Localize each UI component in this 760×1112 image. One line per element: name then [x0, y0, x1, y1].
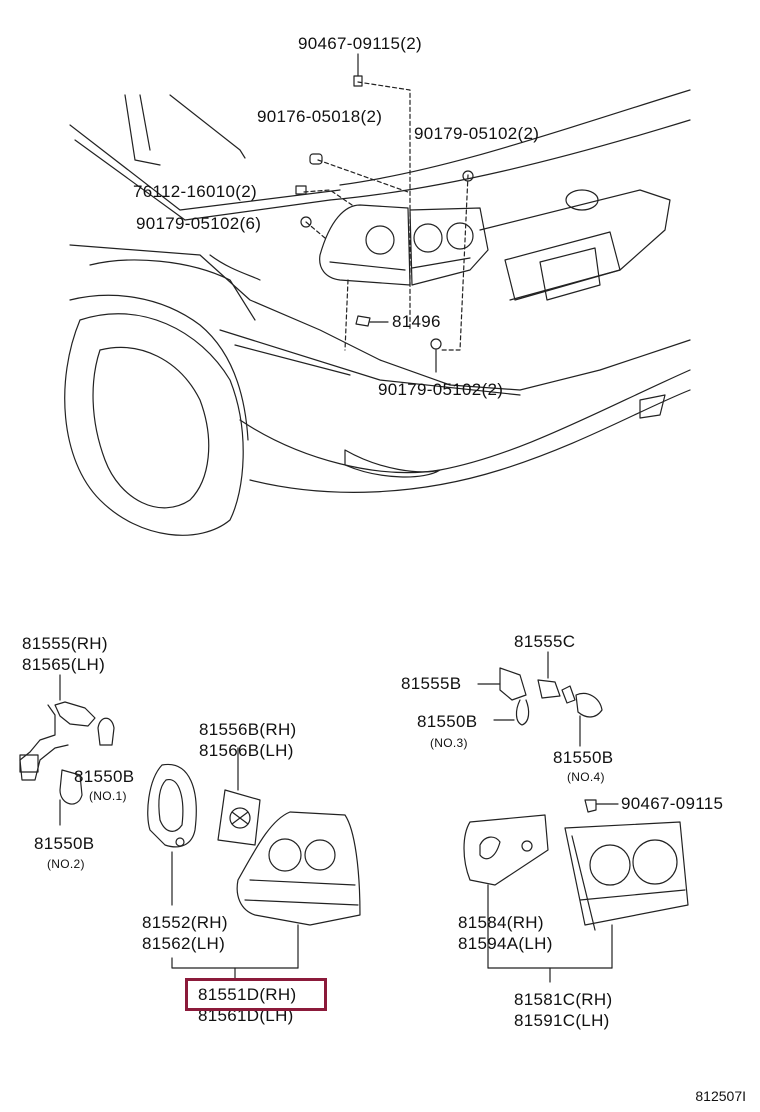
part-label-81550b-no1[interactable]: 81550B — [74, 767, 135, 786]
part-label-81496[interactable]: 81496 — [392, 312, 441, 331]
part-label-81566b-lh[interactable]: 81566B(LH) — [199, 741, 294, 760]
car-leader-lines — [303, 81, 469, 351]
car-rear-illustration — [64, 89, 691, 536]
part-label-81551d-rh[interactable]: 81551D(RH) — [198, 985, 297, 1004]
socket-harness — [19, 674, 115, 826]
bulb-holder-plate — [217, 747, 261, 846]
part-label-90179-right[interactable]: 90179-05102(2) — [414, 124, 540, 143]
part-label-81584-rh[interactable]: 81584(RH) — [458, 913, 544, 932]
note-no2: (NO.2) — [47, 857, 85, 871]
part-label-81550b-no2[interactable]: 81550B — [34, 834, 95, 853]
part-label-81550b-no4[interactable]: 81550B — [553, 748, 614, 767]
part-label-81591c-lh[interactable]: 81591C(LH) — [514, 1011, 610, 1030]
gasket-81584 — [463, 814, 549, 969]
part-label-81552-rh[interactable]: 81552(RH) — [142, 913, 228, 932]
part-label-81565-lh[interactable]: 81565(LH) — [22, 655, 106, 674]
part-label-90176[interactable]: 90176-05018(2) — [257, 107, 383, 126]
tail-lamp-81581c — [564, 821, 689, 969]
part-label-81556b-rh[interactable]: 81556B(RH) — [199, 720, 297, 739]
part-label-90467-right[interactable]: 90467-09115 — [621, 794, 724, 813]
part-label-81555c[interactable]: 81555C — [514, 632, 576, 651]
diagram-code: 812507I — [695, 1088, 746, 1104]
part-label-90179-left[interactable]: 90179-05102(6) — [136, 214, 262, 233]
clip-90467 — [584, 799, 619, 813]
car-solid-leaders — [357, 53, 437, 373]
part-label-90179-bottom[interactable]: 90179-05102(2) — [378, 380, 504, 399]
socket-81555c — [477, 651, 603, 747]
part-label-76112[interactable]: 76112-16010(2) — [133, 182, 257, 201]
part-label-81562-lh[interactable]: 81562(LH) — [142, 934, 226, 953]
tail-lamp-81551d — [236, 811, 361, 969]
lower-right-bracket — [487, 967, 613, 983]
lower-left-bracket — [171, 957, 299, 981]
selected-part-highlight — [185, 978, 327, 1011]
part-label-81594a-lh[interactable]: 81594A(LH) — [458, 934, 553, 953]
part-label-81581c-rh[interactable]: 81581C(RH) — [514, 990, 613, 1009]
note-no4: (NO.4) — [567, 770, 605, 784]
part-label-81555-rh[interactable]: 81555(RH) — [22, 634, 108, 653]
note-no1: (NO.1) — [89, 789, 127, 803]
part-label-81555b[interactable]: 81555B — [401, 674, 462, 693]
gasket-81552 — [147, 763, 197, 906]
part-label-90467-top[interactable]: 90467-09115(2) — [298, 34, 422, 53]
note-no3: (NO.3) — [430, 736, 468, 750]
part-label-81550b-no3[interactable]: 81550B — [417, 712, 478, 731]
